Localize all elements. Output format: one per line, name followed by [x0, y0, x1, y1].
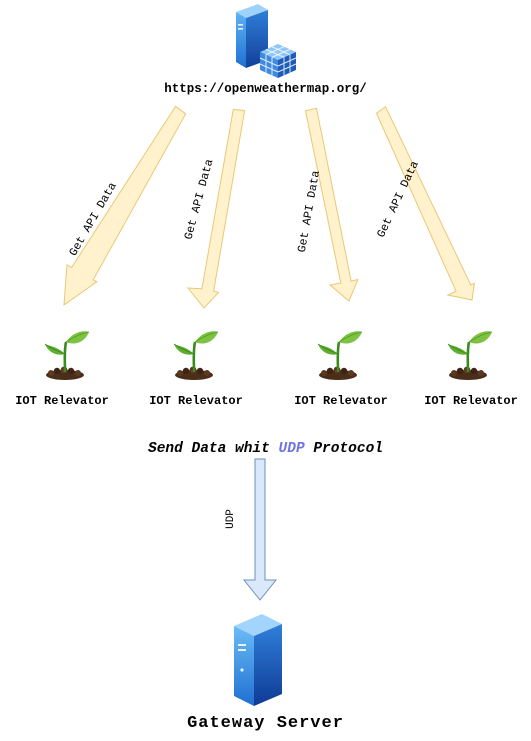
- node-label-2[interactable]: IOT Relevator: [149, 394, 243, 408]
- node-label-4[interactable]: IOT Relevator: [424, 394, 518, 408]
- node-label-1[interactable]: IOT Relevator: [15, 394, 109, 408]
- node-label-3[interactable]: IOT Relevator: [294, 394, 388, 408]
- protocol-suffix: Protocol: [304, 441, 383, 457]
- cloud-server-icon: [236, 4, 297, 78]
- udp-arrow: [242, 458, 278, 601]
- api-arrow-1: [63, 105, 187, 307]
- gateway-server-icon: [234, 614, 282, 706]
- sprout-icon: [316, 330, 364, 380]
- source-url[interactable]: https://openweathermap.org/: [164, 82, 367, 96]
- protocol-caption: Send Data whit UDP Protocol: [0, 441, 531, 457]
- protocol-highlight: UDP: [278, 441, 305, 457]
- sprout-icon: [446, 330, 494, 380]
- api-arrow-4: [375, 105, 476, 301]
- udp-arrow-label: UDP: [224, 509, 237, 529]
- sprout-icon: [172, 330, 220, 380]
- api-arrow-3: [304, 107, 359, 302]
- gateway-label[interactable]: Gateway Server: [187, 714, 344, 733]
- sprout-icon: [43, 330, 91, 380]
- protocol-prefix: Send Data whit: [148, 441, 279, 457]
- api-arrow-2: [186, 108, 246, 309]
